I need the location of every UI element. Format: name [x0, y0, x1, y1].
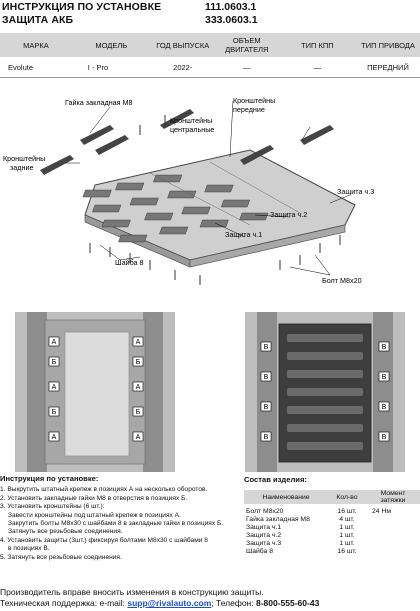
label-brackets-rear-line1: Кронштейны	[3, 154, 45, 163]
exploded-assembly-diagram: Гайка закладная М8 Кронштейны передние К…	[3, 96, 374, 285]
install-step: 2. Установить закладные гайки М8 в отвер…	[0, 494, 188, 502]
position-letter: В	[264, 404, 269, 411]
position-letter: Б	[136, 359, 141, 366]
install-step: Закрутить болты М8х30 с шайбами 8 в закл…	[8, 520, 224, 528]
kit-item-torque	[366, 532, 420, 540]
spec-cell: Evolute	[0, 57, 72, 78]
position-letter: В	[382, 434, 387, 441]
label-brackets-rear-line2: задние	[10, 163, 33, 172]
doc-title: ИНСТРУКЦИЯ ПО УСТАНОВКЕ	[2, 1, 162, 13]
underbody-view-before: А Б А Б А А Б А Б А	[15, 312, 175, 472]
position-letter: В	[264, 344, 269, 351]
kit-item-name: Болт М8х20	[246, 508, 284, 515]
table-row: Защита ч.1 1 шт.	[244, 524, 420, 532]
label-brackets-front-line1: Кронштейны	[233, 96, 275, 105]
position-letter: А	[136, 384, 141, 391]
kit-item-qty: 1 шт.	[339, 540, 355, 547]
position-letter: А	[52, 434, 57, 441]
install-step: 3. Установить кронштейны (6 шт.):	[0, 503, 105, 511]
position-letter: В	[382, 344, 387, 351]
spec-cell: I - Pro	[71, 57, 151, 78]
footer: Производитель вправе вносить изменения в…	[0, 587, 420, 609]
install-step: в позициях В.	[8, 545, 50, 553]
position-letter: В	[264, 374, 269, 381]
spec-cell: ПЕРЕДНИЙ	[356, 57, 420, 78]
table-row: Гайка закладная М8 4 шт.	[244, 516, 420, 524]
position-letter: А	[52, 384, 57, 391]
kit-item-torque	[366, 540, 420, 548]
support-label: Техническая поддержка: e-mail:	[0, 598, 128, 608]
kit-header: Момент затяжки	[366, 490, 420, 504]
label-part1: Защита ч.1	[225, 230, 262, 239]
kit-item-torque	[366, 548, 420, 556]
kit-item-name: Гайка закладная М8	[246, 516, 310, 523]
label-brackets-center-line2: центральные	[170, 125, 214, 134]
header: ИНСТРУКЦИЯ ПО УСТАНОВКЕ ЗАЩИТА АКБ 111.0…	[0, 0, 420, 30]
label-part2: Защита ч.2	[270, 210, 307, 219]
kit-header: Наименование	[244, 490, 328, 504]
kit-item-qty: 4 шт.	[339, 516, 355, 523]
kit-item-qty: 1 шт.	[339, 532, 355, 539]
spec-header: ОБЪЕМ ДВИГАТЕЛЯ	[214, 33, 279, 57]
kit-item-name: Защита ч.3	[246, 540, 282, 547]
spec-header: ТИП КПП	[278, 33, 356, 57]
kit-item-name: Шайба 8	[246, 548, 273, 555]
label-brackets-center-line1: Кронштейны	[170, 116, 212, 125]
kit-item-qty: 16 шт.	[337, 548, 357, 555]
label-brackets-front-line2: передние	[233, 105, 265, 114]
kit-title: Состав изделия:	[244, 475, 307, 484]
label-nut-m8: Гайка закладная М8	[65, 98, 133, 107]
phone-label: ; Телефон:	[211, 598, 256, 608]
install-instructions: Инструкция по установке: 1. Выкрутить шт…	[0, 474, 240, 562]
install-step: 1. Выкрутить штатный крепеж в позициях А…	[0, 486, 208, 494]
article-code-1: 111.0603.1	[205, 1, 257, 13]
position-letter: В	[382, 404, 387, 411]
spec-header: ТИП ПРИВОДА	[356, 33, 420, 57]
position-letter: А	[52, 339, 57, 346]
article-code-2: 333.0603.1	[205, 14, 258, 26]
table-row: Болт М8х20 16 шт. 24 Нм	[244, 508, 420, 516]
kit-item-name: Защита ч.2	[246, 532, 282, 539]
install-step: 5. Затянуть все резьбовые соединения.	[0, 553, 122, 561]
vehicle-spec-table: МАРКА МОДЕЛЬ ГОД ВЫПУСКА ОБЪЕМ ДВИГАТЕЛЯ…	[0, 33, 420, 78]
position-letter: Б	[52, 359, 57, 366]
spec-header: МАРКА	[0, 33, 72, 57]
install-step: 4. Установить защиты (3шт.) фиксируя бол…	[0, 536, 208, 544]
install-step: Затянуть все резьбовые соединения.	[8, 528, 123, 536]
kit-item-name: Защита ч.1	[246, 524, 282, 531]
position-letter: Б	[52, 409, 57, 416]
position-letter: А	[136, 339, 141, 346]
spec-cell: 2022-	[150, 57, 215, 78]
kit-item-qty: 16 шт.	[337, 508, 357, 515]
product-title: ЗАЩИТА АКБ	[2, 14, 74, 26]
support-line: Техническая поддержка: e-mail: supp@riva…	[0, 598, 420, 609]
kit-table: Наименование Кол-во Момент затяжки Болт …	[244, 490, 420, 556]
kit-header: Кол-во	[328, 490, 366, 504]
kit-item-torque	[366, 516, 420, 524]
support-email-link[interactable]: supp@rivalauto.com	[127, 598, 212, 608]
spec-cell: —	[214, 57, 279, 78]
table-row: Шайба 8 16 шт.	[244, 548, 420, 556]
label-washer: Шайба 8	[115, 258, 144, 267]
kit-item-torque: 24 Нм	[372, 508, 392, 515]
position-letter: Б	[136, 409, 141, 416]
underbody-view-installed: В В В В В В В В	[245, 312, 405, 472]
label-part3: Защита ч.3	[337, 187, 374, 196]
kit-item-qty: 1 шт.	[339, 524, 355, 531]
install-step: Завести кронштейны под штатный крепеж в …	[8, 511, 181, 519]
position-letter: А	[136, 434, 141, 441]
disclaimer: Производитель вправе вносить изменения в…	[0, 587, 264, 597]
spec-header: МОДЕЛЬ	[71, 33, 151, 57]
spec-cell: —	[278, 57, 356, 78]
position-letter: В	[264, 434, 269, 441]
table-row: Защита ч.2 1 шт.	[244, 532, 420, 540]
label-bolt: Болт М8х20	[322, 276, 362, 285]
kit-contents: Состав изделия: Наименование Кол-во Моме…	[244, 475, 420, 556]
kit-item-torque	[366, 524, 420, 532]
spec-header: ГОД ВЫПУСКА	[150, 33, 215, 57]
support-phone: 8-800-555-60-43	[255, 598, 320, 608]
position-letter: В	[382, 374, 387, 381]
table-row: Защита ч.3 1 шт.	[244, 540, 420, 548]
install-title: Инструкция по установке:	[0, 474, 99, 483]
